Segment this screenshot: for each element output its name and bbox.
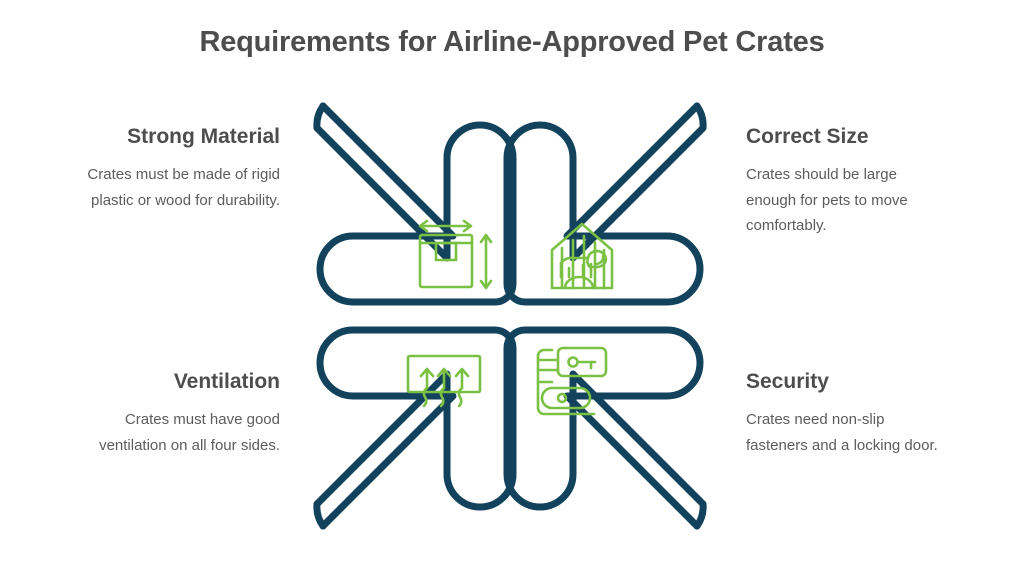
feature-heading-security: Security [746,370,829,393]
arrow-bottom-left [313,326,517,530]
feature-block-ventilation: Ventilation Crates must have good ventil… [80,370,280,458]
feature-heading-correct-size: Correct Size [746,125,869,148]
four-converging-arrows-graphic [290,98,730,534]
feature-block-security: Security Crates need non-slip fasteners … [746,370,946,458]
arrow-top-left [313,102,517,306]
lock-latch-key-icon [536,346,608,416]
page-title: Requirements for Airline-Approved Pet Cr… [199,26,825,58]
feature-body-correct-size: Crates should be large enough for pets t… [746,166,908,234]
feature-heading-strong-material: Strong Material [127,125,280,148]
dog-house-icon [550,222,614,290]
feature-heading-ventilation: Ventilation [173,370,280,393]
arrow-bottom-right [503,326,707,530]
feature-body-security: Crates need non-slip fasteners and a loc… [746,411,938,454]
feature-body-strong-material: Crates must be made of rigid plastic or … [87,166,280,209]
feature-block-correct-size: Correct Size Crates should be large enou… [746,125,946,239]
feature-block-strong-material: Strong Material Crates must be made of r… [80,125,280,213]
feature-body-ventilation: Crates must have good ventilation on all… [99,411,280,454]
package-box-dimensions-icon [418,219,493,290]
vent-airflow-icon [406,354,482,408]
arrow-top-right [503,102,707,306]
